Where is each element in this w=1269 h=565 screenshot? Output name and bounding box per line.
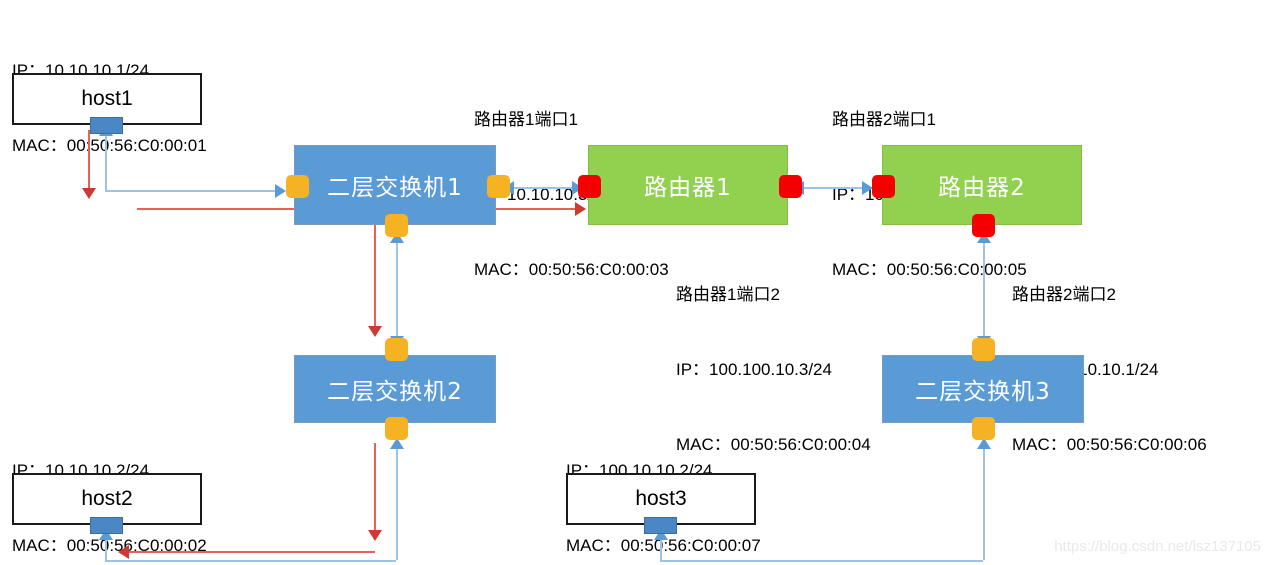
- router1-port1-title: 路由器1端口1: [474, 110, 578, 129]
- router2-label: 路由器2: [938, 175, 1026, 201]
- host1-mac-line: MAC：00:50:56:C0:00:01: [12, 136, 207, 155]
- link-switch2-host2-red-h: [125, 551, 375, 553]
- router2-port2-mac-line: MAC：00:50:56:C0:00:06: [1012, 435, 1207, 454]
- host1-label: host1: [81, 87, 133, 110]
- arrow-switch1-to-router1-blue: [572, 181, 583, 195]
- device-switch2[interactable]: 二层交换机2: [294, 355, 496, 423]
- host2-label: host2: [81, 487, 133, 510]
- watermark-text: https://blog.csdn.net/lsz137105: [1054, 538, 1261, 555]
- arrow-up-into-switch3-blue: [977, 438, 991, 449]
- router1-port2[interactable]: [779, 175, 802, 198]
- router2-port1[interactable]: [872, 175, 895, 198]
- link-router2-switch3-blue: [983, 236, 985, 344]
- arrow-host1-down-red: [82, 188, 96, 199]
- link-host2-switch2-blue-v2: [396, 443, 398, 560]
- switch1-port-bottom[interactable]: [385, 214, 408, 237]
- router2-port2-title: 路由器2端口2: [1012, 285, 1116, 304]
- arrow-into-host2-nic-blue: [99, 529, 113, 540]
- router2-port1-mac-line: MAC：00:50:56:C0:00:05: [832, 260, 1027, 279]
- switch1-port-left[interactable]: [286, 175, 309, 198]
- switch3-port-top[interactable]: [972, 338, 995, 361]
- link-host2-switch2-blue-v1: [105, 536, 107, 560]
- router1-port2-info: 路由器1端口2 IP：100.100.10.3/24 MAC：00:50:56:…: [676, 232, 871, 507]
- host2-mac-line: MAC：00:50:56:C0:00:02: [12, 536, 207, 555]
- router1-port1-mac-line: MAC：00:50:56:C0:00:03: [474, 260, 669, 279]
- arrow-up-into-router2-blue: [977, 232, 991, 243]
- switch1-port-right[interactable]: [487, 175, 510, 198]
- link-switch2-host2-red-v: [374, 443, 376, 535]
- router1-port2-ip-line: IP：100.100.10.3/24: [676, 360, 832, 379]
- arrow-down-switch2-red: [368, 326, 382, 337]
- link-host3-switch3-blue-v1: [660, 536, 662, 560]
- router1-port1[interactable]: [578, 175, 601, 198]
- arrow-down-host2-red: [368, 530, 382, 541]
- link-switch1-switch2-red: [374, 224, 376, 329]
- router2-port1-title: 路由器2端口1: [832, 110, 936, 129]
- switch3-label: 二层交换机3: [915, 379, 1051, 405]
- host-box-host1[interactable]: host1: [12, 73, 202, 125]
- arrow-into-host3-nic-blue: [654, 529, 668, 540]
- device-switch1[interactable]: 二层交换机1: [294, 145, 496, 225]
- arrow-host1-to-switch1-blue: [275, 184, 286, 198]
- arrow-router1-to-router2-blue: [862, 181, 873, 195]
- link-router1-router2-blue: [802, 187, 872, 189]
- host3-nic-port[interactable]: [644, 517, 677, 534]
- router2-port2[interactable]: [972, 214, 995, 237]
- device-router1[interactable]: 路由器1: [588, 145, 788, 225]
- device-router2[interactable]: 路由器2: [882, 145, 1082, 225]
- link-host1-switch1-blue-v: [105, 130, 107, 190]
- switch2-port-bottom[interactable]: [385, 417, 408, 440]
- link-host3-switch3-blue-v2: [983, 443, 985, 560]
- switch1-label: 二层交换机1: [327, 175, 463, 201]
- switch2-label: 二层交换机2: [327, 379, 463, 405]
- arrow-left-into-host2-red: [118, 545, 129, 559]
- link-host1-down-red: [88, 130, 90, 190]
- link-host1-switch1-blue-h: [105, 190, 277, 192]
- switch3-port-bottom[interactable]: [972, 417, 995, 440]
- device-switch3[interactable]: 二层交换机3: [882, 355, 1084, 423]
- host3-label: host3: [635, 487, 687, 510]
- router1-port2-mac-line: MAC：00:50:56:C0:00:04: [676, 435, 871, 454]
- arrow-up-into-switch2-blue: [390, 438, 404, 449]
- link-host3-switch3-blue-h: [660, 560, 983, 562]
- router1-label: 路由器1: [644, 175, 732, 201]
- link-host2-switch2-blue-h: [105, 560, 396, 562]
- link-switch1-router1-blue: [512, 187, 582, 189]
- host3-mac-line: MAC：00:50:56:C0:00:07: [566, 536, 761, 555]
- link-switch1-switch2-blue: [396, 236, 398, 344]
- arrow-up-into-switch1-blue: [390, 232, 404, 243]
- host1-nic-port[interactable]: [90, 117, 123, 134]
- switch2-port-top[interactable]: [385, 338, 408, 361]
- host2-nic-port[interactable]: [90, 517, 123, 534]
- arrow-red-into-router1: [575, 202, 586, 216]
- router1-port2-title: 路由器1端口2: [676, 285, 780, 304]
